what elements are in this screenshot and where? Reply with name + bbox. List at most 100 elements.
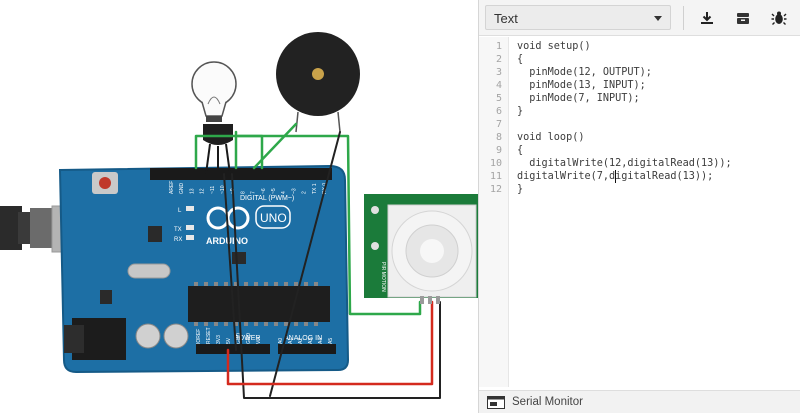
- pin-label: Vin: [256, 337, 262, 344]
- capacitor: [135, 323, 161, 349]
- line-number-gutter: 1 2 3 4 5 6 7 8 9 10 11 12: [479, 37, 509, 387]
- line-number: 4: [495, 80, 502, 91]
- pir-motion-sensor[interactable]: PIR MOTION: [364, 194, 478, 304]
- component-library-button[interactable]: [729, 4, 757, 31]
- serial-monitor-button[interactable]: Serial Monitor: [479, 390, 800, 413]
- piezo-buzzer[interactable]: [276, 32, 360, 133]
- led-label-l: L: [178, 208, 182, 214]
- line-number: 10: [489, 158, 502, 169]
- code-toolbar: Text: [479, 0, 800, 36]
- wire-red-5v: [226, 300, 434, 386]
- code-line[interactable]: pinMode(13, INPUT);: [517, 80, 646, 91]
- toolbar-divider: [683, 6, 684, 30]
- code-line[interactable]: digitalWrite(12,digitalRead(13));: [517, 158, 732, 169]
- digital-header: [150, 168, 332, 180]
- line-number: 3: [495, 67, 502, 78]
- line-number: 2: [495, 54, 502, 65]
- wire-green-signal: [236, 134, 264, 170]
- code-line[interactable]: {: [517, 145, 524, 156]
- pin-label: ~10: [220, 185, 226, 194]
- digital-header-label: DIGITAL (PWM~): [240, 195, 294, 202]
- led-label-tx: TX: [174, 227, 182, 233]
- pin-label: ~5: [271, 188, 277, 194]
- led-label-rx: RX: [174, 237, 182, 243]
- code-mode-dropdown[interactable]: Text: [485, 5, 671, 30]
- code-editor[interactable]: 1 2 3 4 5 6 7 8 9 10 11 12 void setup() …: [479, 37, 800, 387]
- pin-label: 12: [200, 188, 206, 194]
- pin-label: A1: [288, 338, 294, 344]
- power-header: [196, 344, 270, 354]
- pin-label: ~3: [291, 188, 297, 194]
- pin-label: ~11: [210, 186, 216, 194]
- analog-header-label: ANALOG IN: [284, 335, 322, 342]
- code-line[interactable]: pinMode(12, OUTPUT);: [517, 67, 652, 78]
- pin-label: GND: [236, 333, 242, 345]
- wire-black-gnd: [231, 173, 441, 399]
- code-mode-value: Text: [494, 11, 518, 26]
- debugger-button[interactable]: [765, 4, 793, 31]
- board-brand: ARDUINO: [206, 236, 248, 246]
- circuit-canvas[interactable]: ARDUINO UNO DIGITAL (PWM~) POWER ANALOG …: [0, 0, 478, 413]
- pin-label: 4: [281, 191, 287, 194]
- pin-label: 7: [251, 191, 257, 194]
- pin-label: GND: [179, 183, 185, 195]
- light-bulb[interactable]: [191, 61, 237, 122]
- pin-label: GND: [246, 333, 252, 345]
- download-button[interactable]: [693, 4, 721, 31]
- pin-label: 13: [189, 188, 195, 194]
- pin-label: A3: [308, 338, 314, 344]
- line-number: 11: [489, 171, 502, 182]
- code-line[interactable]: }: [517, 106, 524, 117]
- line-number: 6: [495, 106, 502, 117]
- capacitor: [163, 323, 189, 349]
- pir-label: PIR MOTION: [380, 262, 386, 292]
- code-panel: Text 1 2: [478, 0, 800, 413]
- component-library-icon: [737, 12, 749, 24]
- code-line[interactable]: pinMode(7, INPUT);: [517, 93, 640, 104]
- pin-label: AREF: [169, 181, 175, 194]
- line-number: 12: [489, 184, 502, 195]
- pin-label: A2: [298, 338, 304, 344]
- code-line[interactable]: }: [517, 184, 524, 195]
- code-line[interactable]: void setup(): [517, 41, 591, 52]
- line-number: 5: [495, 93, 502, 104]
- wire-black-buzzer: [269, 131, 341, 397]
- code-line[interactable]: void loop(): [517, 132, 585, 143]
- pin-label: 8: [240, 191, 246, 194]
- wire-green-gnd: [194, 134, 422, 316]
- line-number: 9: [495, 145, 502, 156]
- circuit-drawing[interactable]: ARDUINO UNO DIGITAL (PWM~) POWER ANALOG …: [0, 0, 478, 413]
- analog-header: [278, 344, 336, 354]
- pin-label: A0: [278, 338, 284, 344]
- code-line[interactable]: {: [517, 54, 524, 65]
- wire-black-transistor: [223, 173, 237, 351]
- transistor[interactable]: [203, 124, 233, 175]
- wires[interactable]: [194, 122, 441, 399]
- pin-label: 2: [302, 191, 308, 194]
- analog-pin-labels: A0 A1 A2 A3 A4 A5: [278, 338, 334, 344]
- pin-label: 3V3: [216, 335, 222, 344]
- pin-label: ~6: [261, 188, 267, 194]
- pin-label: 5V: [226, 337, 232, 344]
- line-number: 8: [495, 132, 502, 143]
- pin-label: A4: [318, 338, 324, 344]
- line-number: 1: [495, 41, 502, 52]
- pin-label: RESET: [206, 327, 212, 344]
- atmega-chip: [188, 286, 330, 322]
- power-pin-labels: IOREF RESET 3V3 5V GND GND Vin: [196, 327, 262, 344]
- pin-label: TX 1: [312, 183, 318, 194]
- pin-label: IOREF: [196, 329, 202, 344]
- line-number: 7: [495, 119, 502, 130]
- download-icon: [701, 11, 713, 24]
- reset-button-cap[interactable]: [99, 177, 111, 189]
- serial-monitor-label: Serial Monitor: [512, 396, 583, 408]
- pin-label: A5: [328, 338, 334, 344]
- crystal: [127, 263, 171, 279]
- board-model: UNO: [260, 211, 287, 225]
- arduino-board[interactable]: ARDUINO UNO DIGITAL (PWM~) POWER ANALOG …: [58, 164, 350, 374]
- wire-green-buzzer: [252, 122, 298, 170]
- serial-monitor-icon: [487, 396, 505, 409]
- chevron-down-icon: [654, 16, 662, 21]
- text-cursor: [615, 170, 616, 183]
- power-header-label: POWER: [234, 335, 260, 342]
